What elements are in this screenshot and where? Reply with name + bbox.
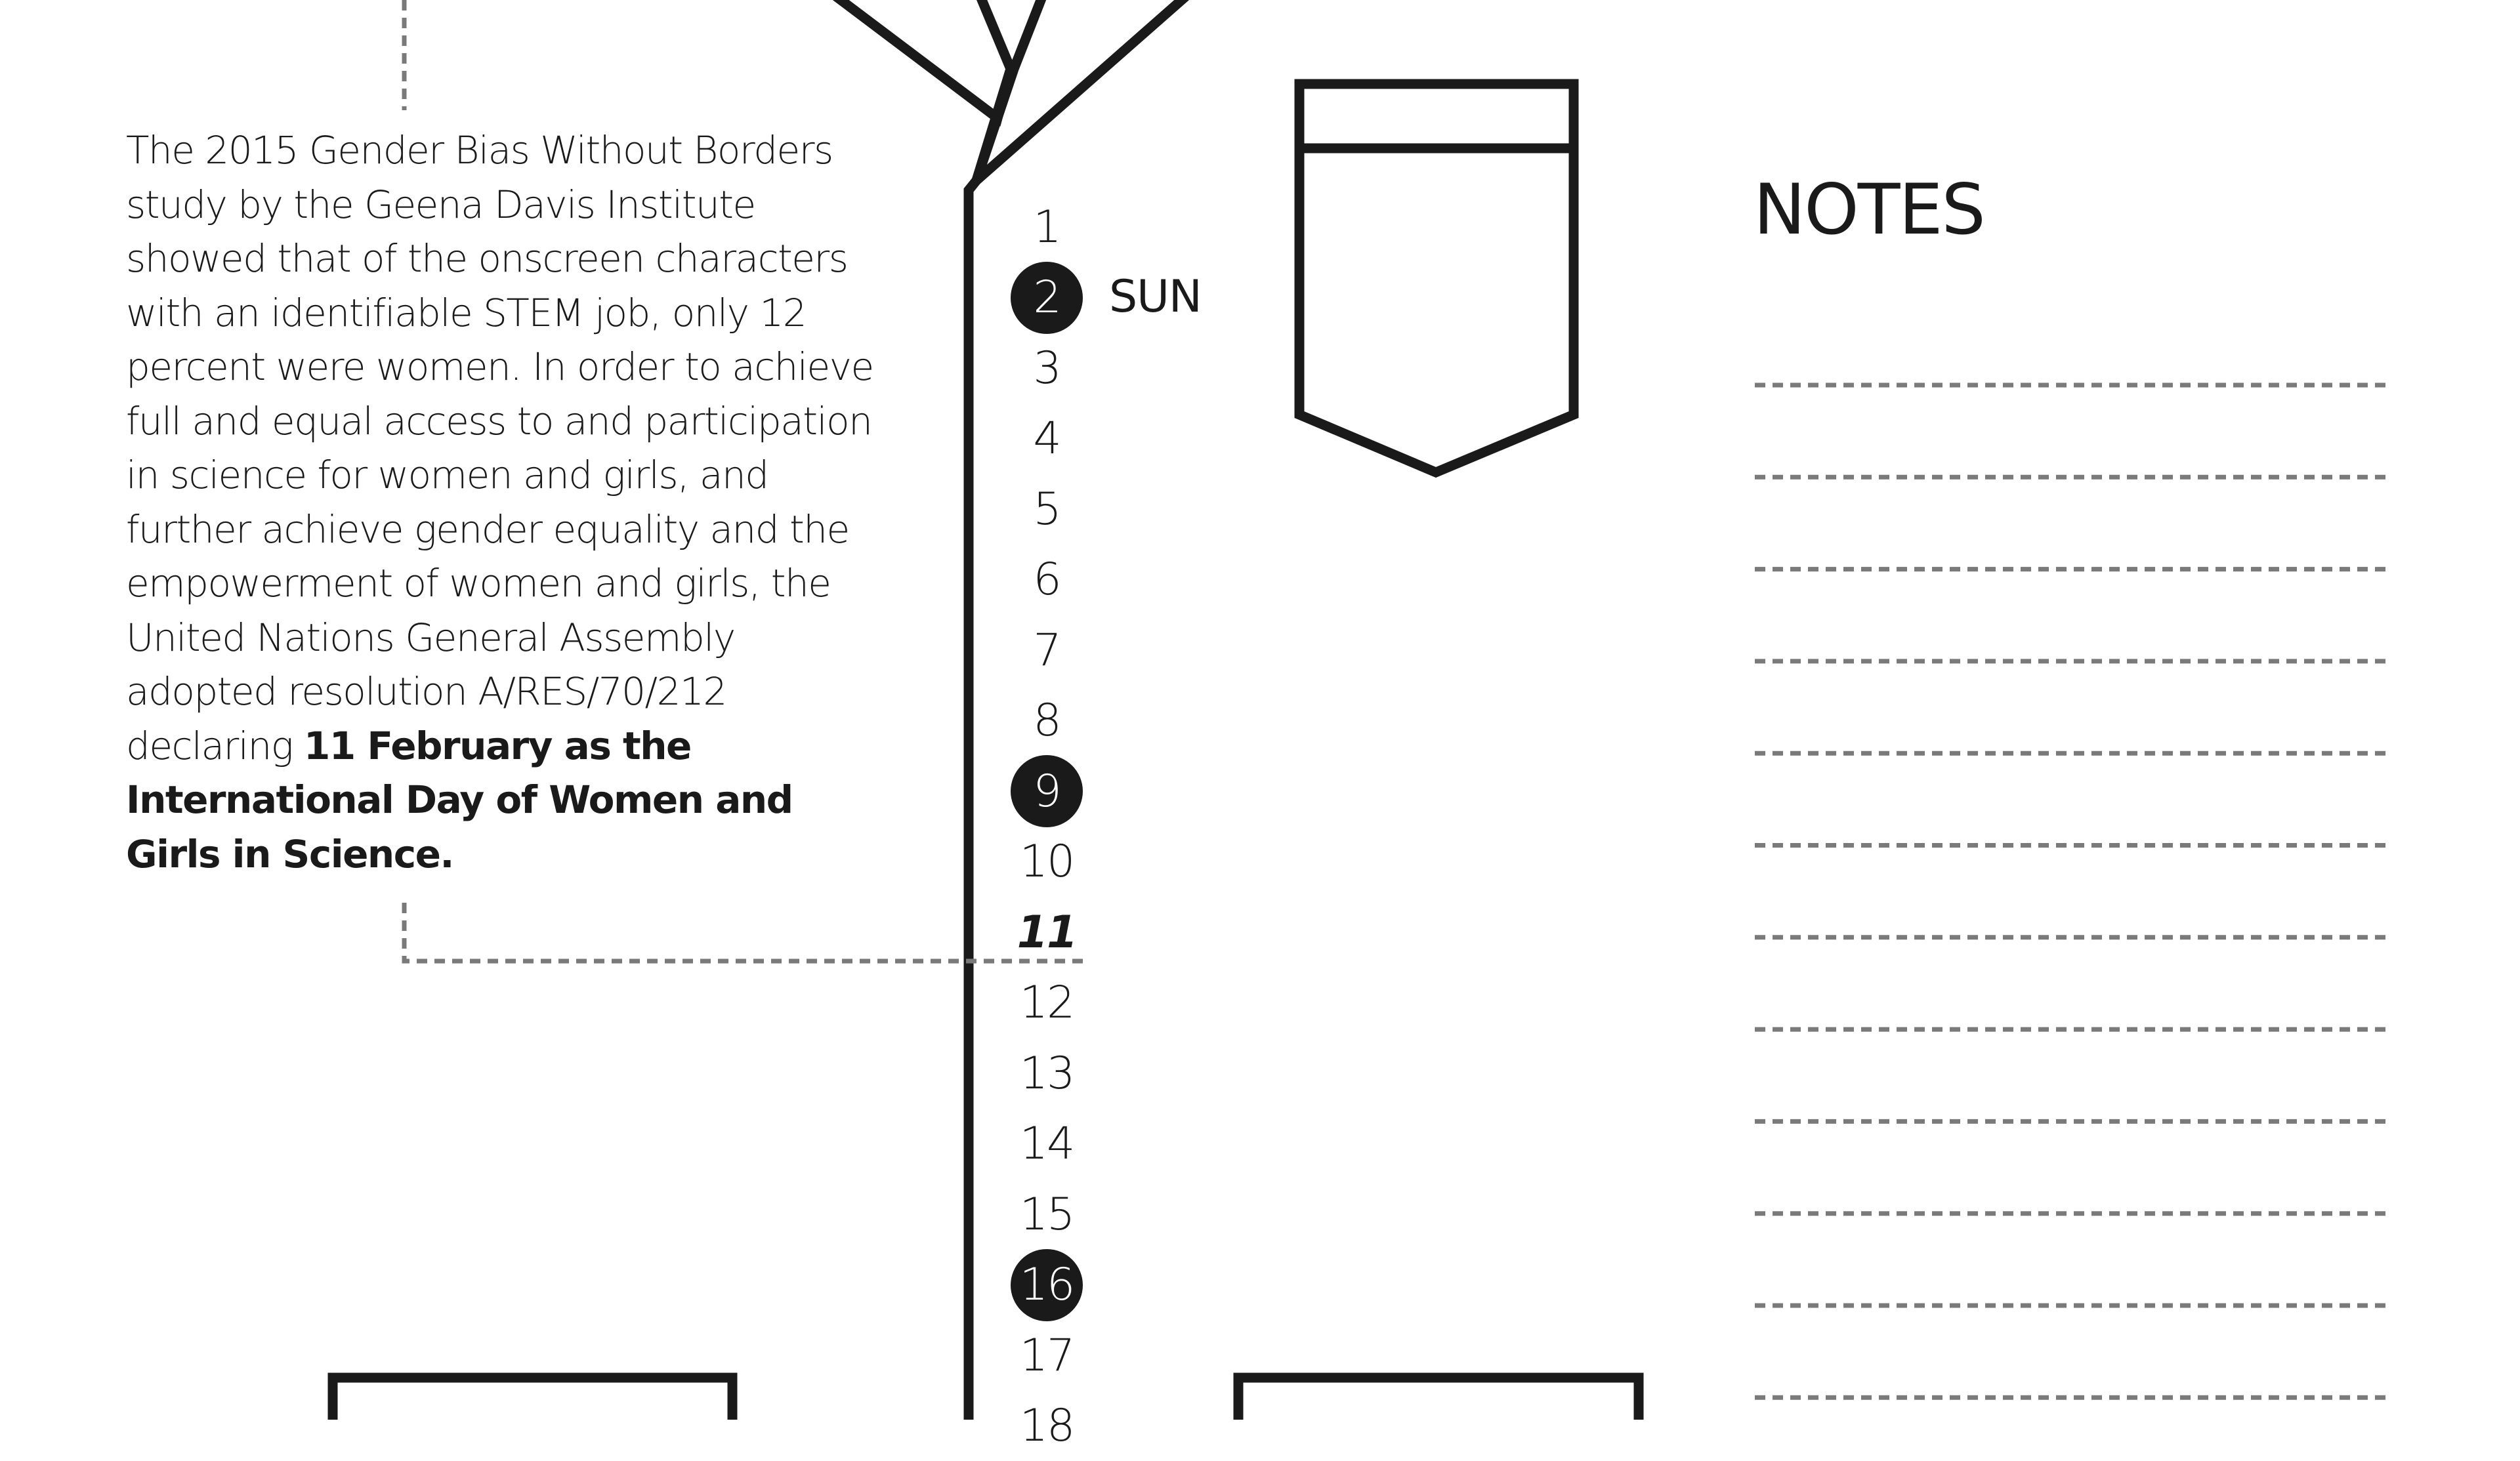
day-number: 2 <box>1033 272 1061 323</box>
intro-paragraph: The 2015 Gender Bias Without Borders stu… <box>126 123 894 881</box>
day-17: 17 <box>988 1321 1106 1390</box>
day-2: 2 <box>988 261 1106 334</box>
day-number: 5 <box>1033 483 1061 535</box>
lower-pocket-left <box>327 1372 738 1420</box>
intro-text: The 2015 Gender Bias Without Borders stu… <box>126 128 874 768</box>
day-number: 14 <box>1019 1118 1076 1170</box>
day-7: 7 <box>988 615 1106 685</box>
day-8: 8 <box>988 686 1106 756</box>
day-14: 14 <box>988 1109 1106 1179</box>
callout-bottom-dash <box>402 903 1084 964</box>
day-1: 1 <box>988 192 1106 262</box>
shirt-illustration <box>327 0 2389 1420</box>
weekday-label: SUN <box>1109 271 1202 323</box>
day-number: 12 <box>1019 977 1076 1029</box>
day-6: 6 <box>988 545 1106 615</box>
day-number: 7 <box>1033 624 1061 676</box>
day-number: 4 <box>1033 413 1061 464</box>
day-9: 9 <box>988 755 1106 827</box>
day-12: 12 <box>988 968 1106 1038</box>
day-10: 10 <box>988 827 1106 897</box>
day-number: 16 <box>1019 1259 1076 1311</box>
day-16: 16 <box>988 1248 1106 1321</box>
day-15: 15 <box>988 1180 1106 1249</box>
day-number: 17 <box>1019 1329 1076 1382</box>
collar-left <box>832 0 1016 127</box>
day-3: 3 <box>988 333 1106 403</box>
day-11: 11 <box>988 897 1106 967</box>
day-number: 1 <box>1033 201 1061 253</box>
day-number: 3 <box>1033 342 1061 394</box>
day-4: 4 <box>988 404 1106 474</box>
placket-line <box>963 177 980 1420</box>
day-marker-circle <box>1011 261 1083 334</box>
day-number: 18 <box>1019 1400 1076 1452</box>
notes-title: NOTES <box>1754 169 1986 250</box>
day-number: 8 <box>1033 695 1061 747</box>
day-number: 9 <box>1033 765 1061 817</box>
day-number: 13 <box>1019 1047 1076 1100</box>
day-marker-circle <box>1011 1248 1083 1321</box>
day-5: 5 <box>988 474 1106 544</box>
day-18: 18 <box>988 1391 1106 1461</box>
notes-lines <box>1755 382 2389 1400</box>
collar-mid <box>971 67 1016 182</box>
day-number: 10 <box>1019 836 1076 888</box>
day-13: 13 <box>988 1039 1106 1108</box>
day-marker-circle <box>1011 755 1083 827</box>
day-number: 6 <box>1033 554 1061 606</box>
intro-emphasis: 11 February as the International Day of … <box>126 723 793 876</box>
day-number: 15 <box>1019 1188 1076 1241</box>
lower-pocket-right <box>1233 1372 1644 1420</box>
chest-pocket <box>1294 79 1579 478</box>
day-number: 11 <box>1017 906 1078 958</box>
